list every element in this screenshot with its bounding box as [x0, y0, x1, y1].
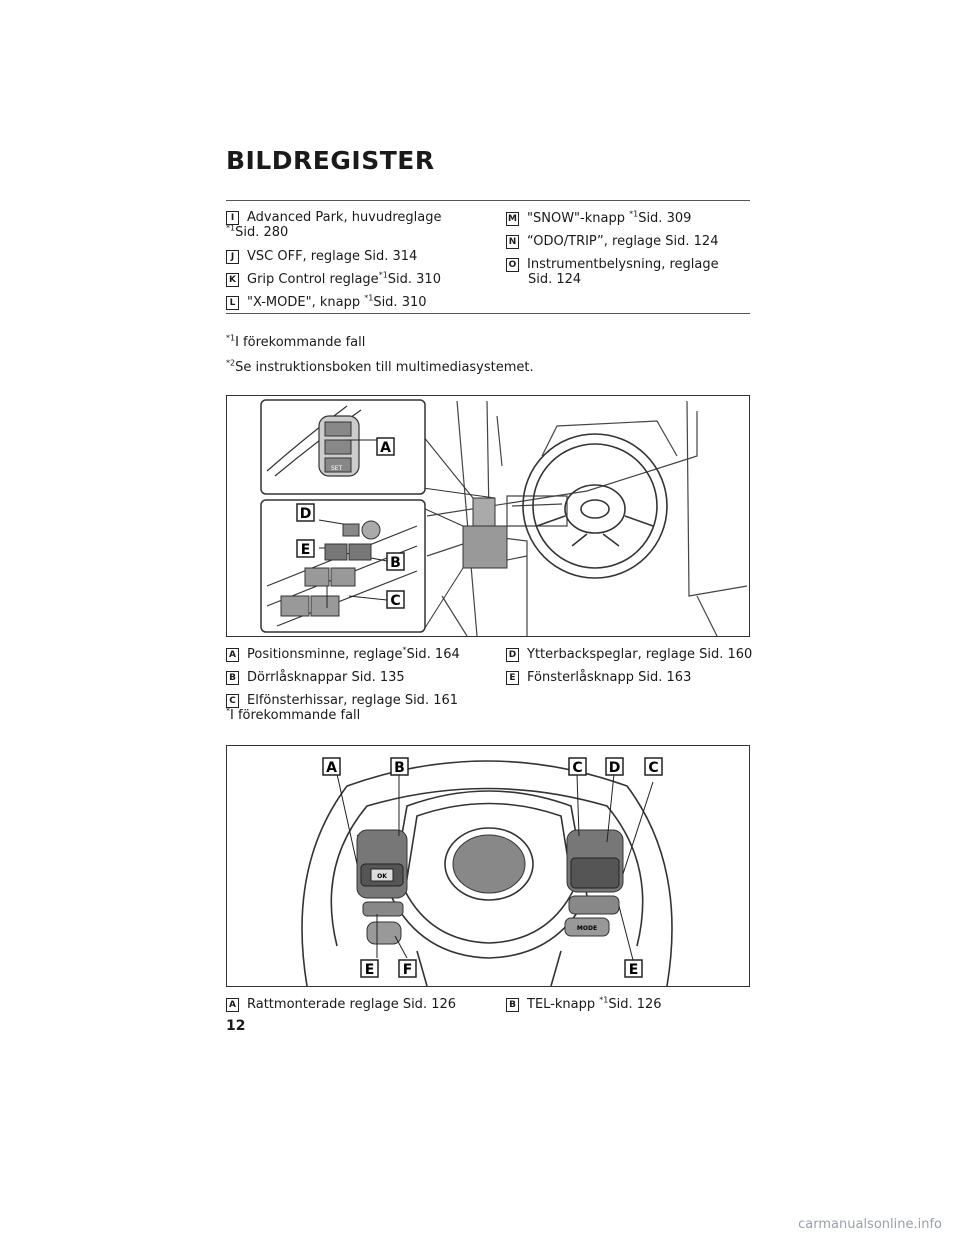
letter-box: A — [226, 998, 239, 1012]
page-number: 12 — [226, 1018, 246, 1034]
callout-e: E — [301, 542, 311, 558]
letter-box: O — [506, 258, 519, 272]
letter-box: B — [506, 998, 519, 1012]
letter-box: J — [226, 250, 239, 264]
door-controls-illustration: SET A D E B C — [260, 399, 748, 636]
set-button-label: SET — [331, 465, 343, 472]
steering-wheel-illustration: OK MODE A B C D C E F — [301, 757, 673, 986]
callout-a: A — [380, 440, 391, 456]
steering-wheel-figure: OK MODE A B C D C E F — [226, 745, 750, 987]
callout-b: B — [394, 760, 405, 776]
door-controls-figure: SET A D E B C — [226, 395, 750, 637]
letter-box: B — [226, 671, 239, 685]
callout-d: D — [609, 760, 621, 776]
callout-c: C — [572, 760, 582, 776]
footnote-2: *2Se instruktionsboken till multimediasy… — [226, 358, 534, 375]
callout-a: A — [326, 760, 337, 776]
callout-e: E — [629, 962, 639, 978]
list-item-m: M"SNOW"-knapp *1Sid. 309 — [506, 210, 691, 226]
ok-button-label: OK — [377, 873, 387, 880]
letter-box: L — [226, 296, 239, 310]
mode-button-label: MODE — [577, 925, 597, 932]
letter-box: E — [506, 671, 519, 685]
callout-d: D — [300, 506, 312, 522]
callout-b: B — [390, 555, 401, 571]
callout-c: C — [648, 760, 658, 776]
list-item-l: L"X-MODE", knapp *1Sid. 310 — [226, 294, 427, 310]
callout-f: F — [403, 962, 413, 978]
letter-box: N — [506, 235, 519, 249]
letter-box: A — [226, 648, 239, 662]
page-title: BILDREGISTER — [226, 146, 435, 175]
letter-box: M — [506, 212, 519, 226]
list-item-n: N“ODO/TRIP”, reglage Sid. 124 — [506, 234, 718, 249]
watermark[interactable]: carmanualsonline.info — [798, 1217, 942, 1232]
footnote-1: *1I förekommande fall — [226, 333, 366, 350]
bottom-divider — [226, 313, 750, 314]
letter-box: D — [506, 648, 519, 662]
letter-box: K — [226, 273, 239, 287]
door-footnote: I förekommande fall — [230, 708, 361, 723]
callout-e: E — [365, 962, 375, 978]
top-divider — [226, 200, 750, 201]
callout-c: C — [390, 593, 400, 609]
